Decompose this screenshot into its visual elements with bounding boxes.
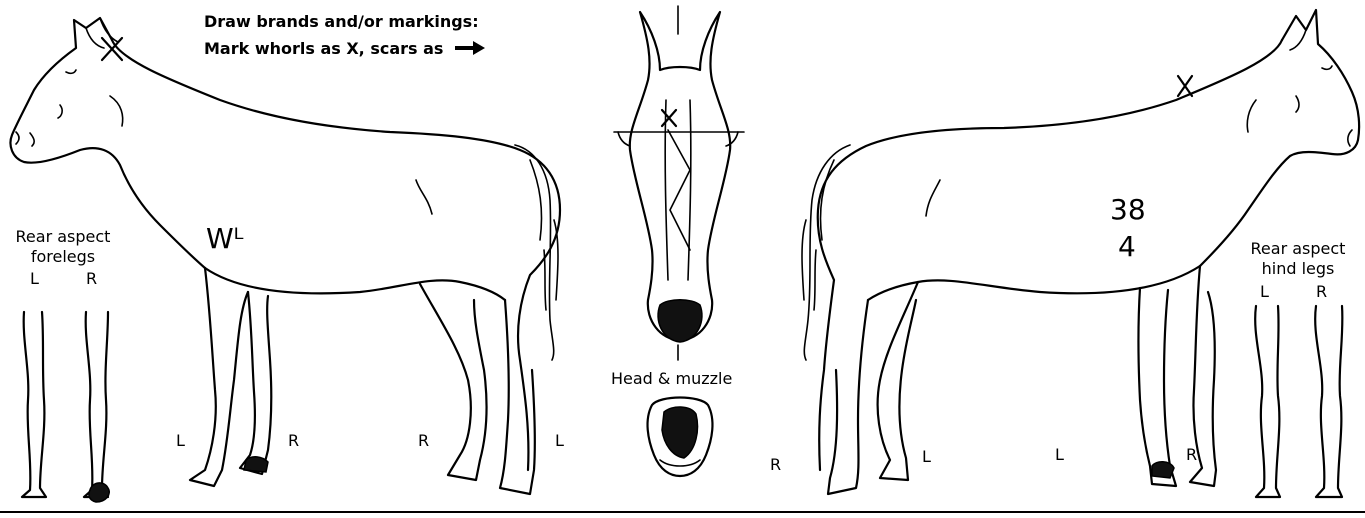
muzzle-view: [648, 398, 713, 477]
forelegs-left-label: L: [30, 270, 39, 288]
forelegs-title-2: forelegs: [4, 248, 122, 266]
right-horse-leg-label-3: L: [1055, 446, 1064, 464]
left-horse-leg-label-4: L: [555, 432, 564, 450]
right-horse-leg-label-2: L: [922, 448, 931, 466]
hindlegs-right-label: R: [1316, 283, 1327, 301]
forelegs-title-1: Rear aspect: [4, 228, 122, 246]
left-horse-leg-label-3: R: [418, 432, 429, 450]
head-muzzle-label: Head & muzzle: [611, 370, 732, 388]
right-horse-leg-label-1: R: [770, 456, 781, 474]
hindlegs-rear-aspect: [1255, 306, 1342, 497]
hindlegs-left-label: L: [1260, 283, 1269, 301]
right-horse-leg-label-4: R: [1186, 446, 1197, 464]
hindlegs-title-2: hind legs: [1236, 260, 1360, 278]
left-horse-leg-label-2: R: [288, 432, 299, 450]
forelegs-right-label: R: [86, 270, 97, 288]
forelegs-rear-aspect: [22, 312, 109, 502]
head-front-view: [614, 6, 744, 360]
right-horse-brand-top: 38: [1110, 193, 1146, 226]
right-horse-brand-bottom: 4: [1118, 230, 1136, 263]
left-horse-leg-label-1: L: [176, 432, 185, 450]
hindlegs-title-1: Rear aspect: [1236, 240, 1360, 258]
left-horse-brand: Wᴸ: [206, 222, 244, 255]
